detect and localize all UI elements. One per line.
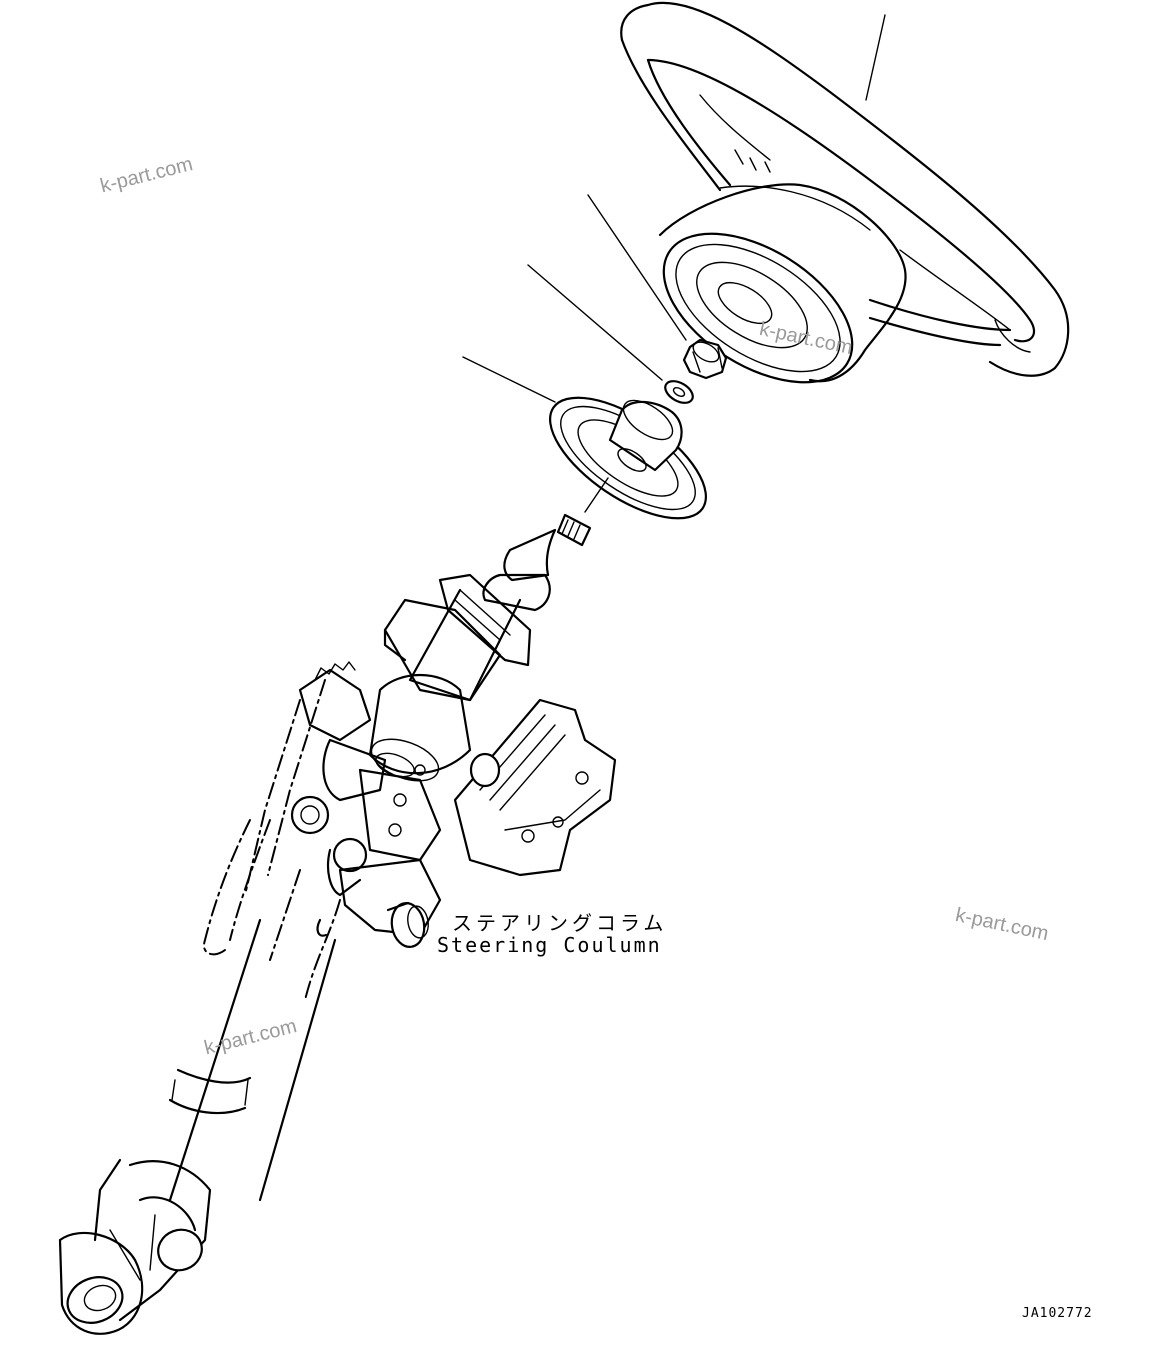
part-label-english: Steering Coulumn <box>437 933 662 957</box>
leader-lines <box>462 14 886 403</box>
figure-code: JA102772 <box>1022 1306 1093 1321</box>
part-label-japanese: ステアリングコラム <box>452 911 668 935</box>
washer <box>664 380 694 404</box>
steering-column <box>58 513 617 1335</box>
cover-plate <box>549 396 707 520</box>
steering-wheel <box>620 1 1070 384</box>
nut <box>682 338 728 380</box>
